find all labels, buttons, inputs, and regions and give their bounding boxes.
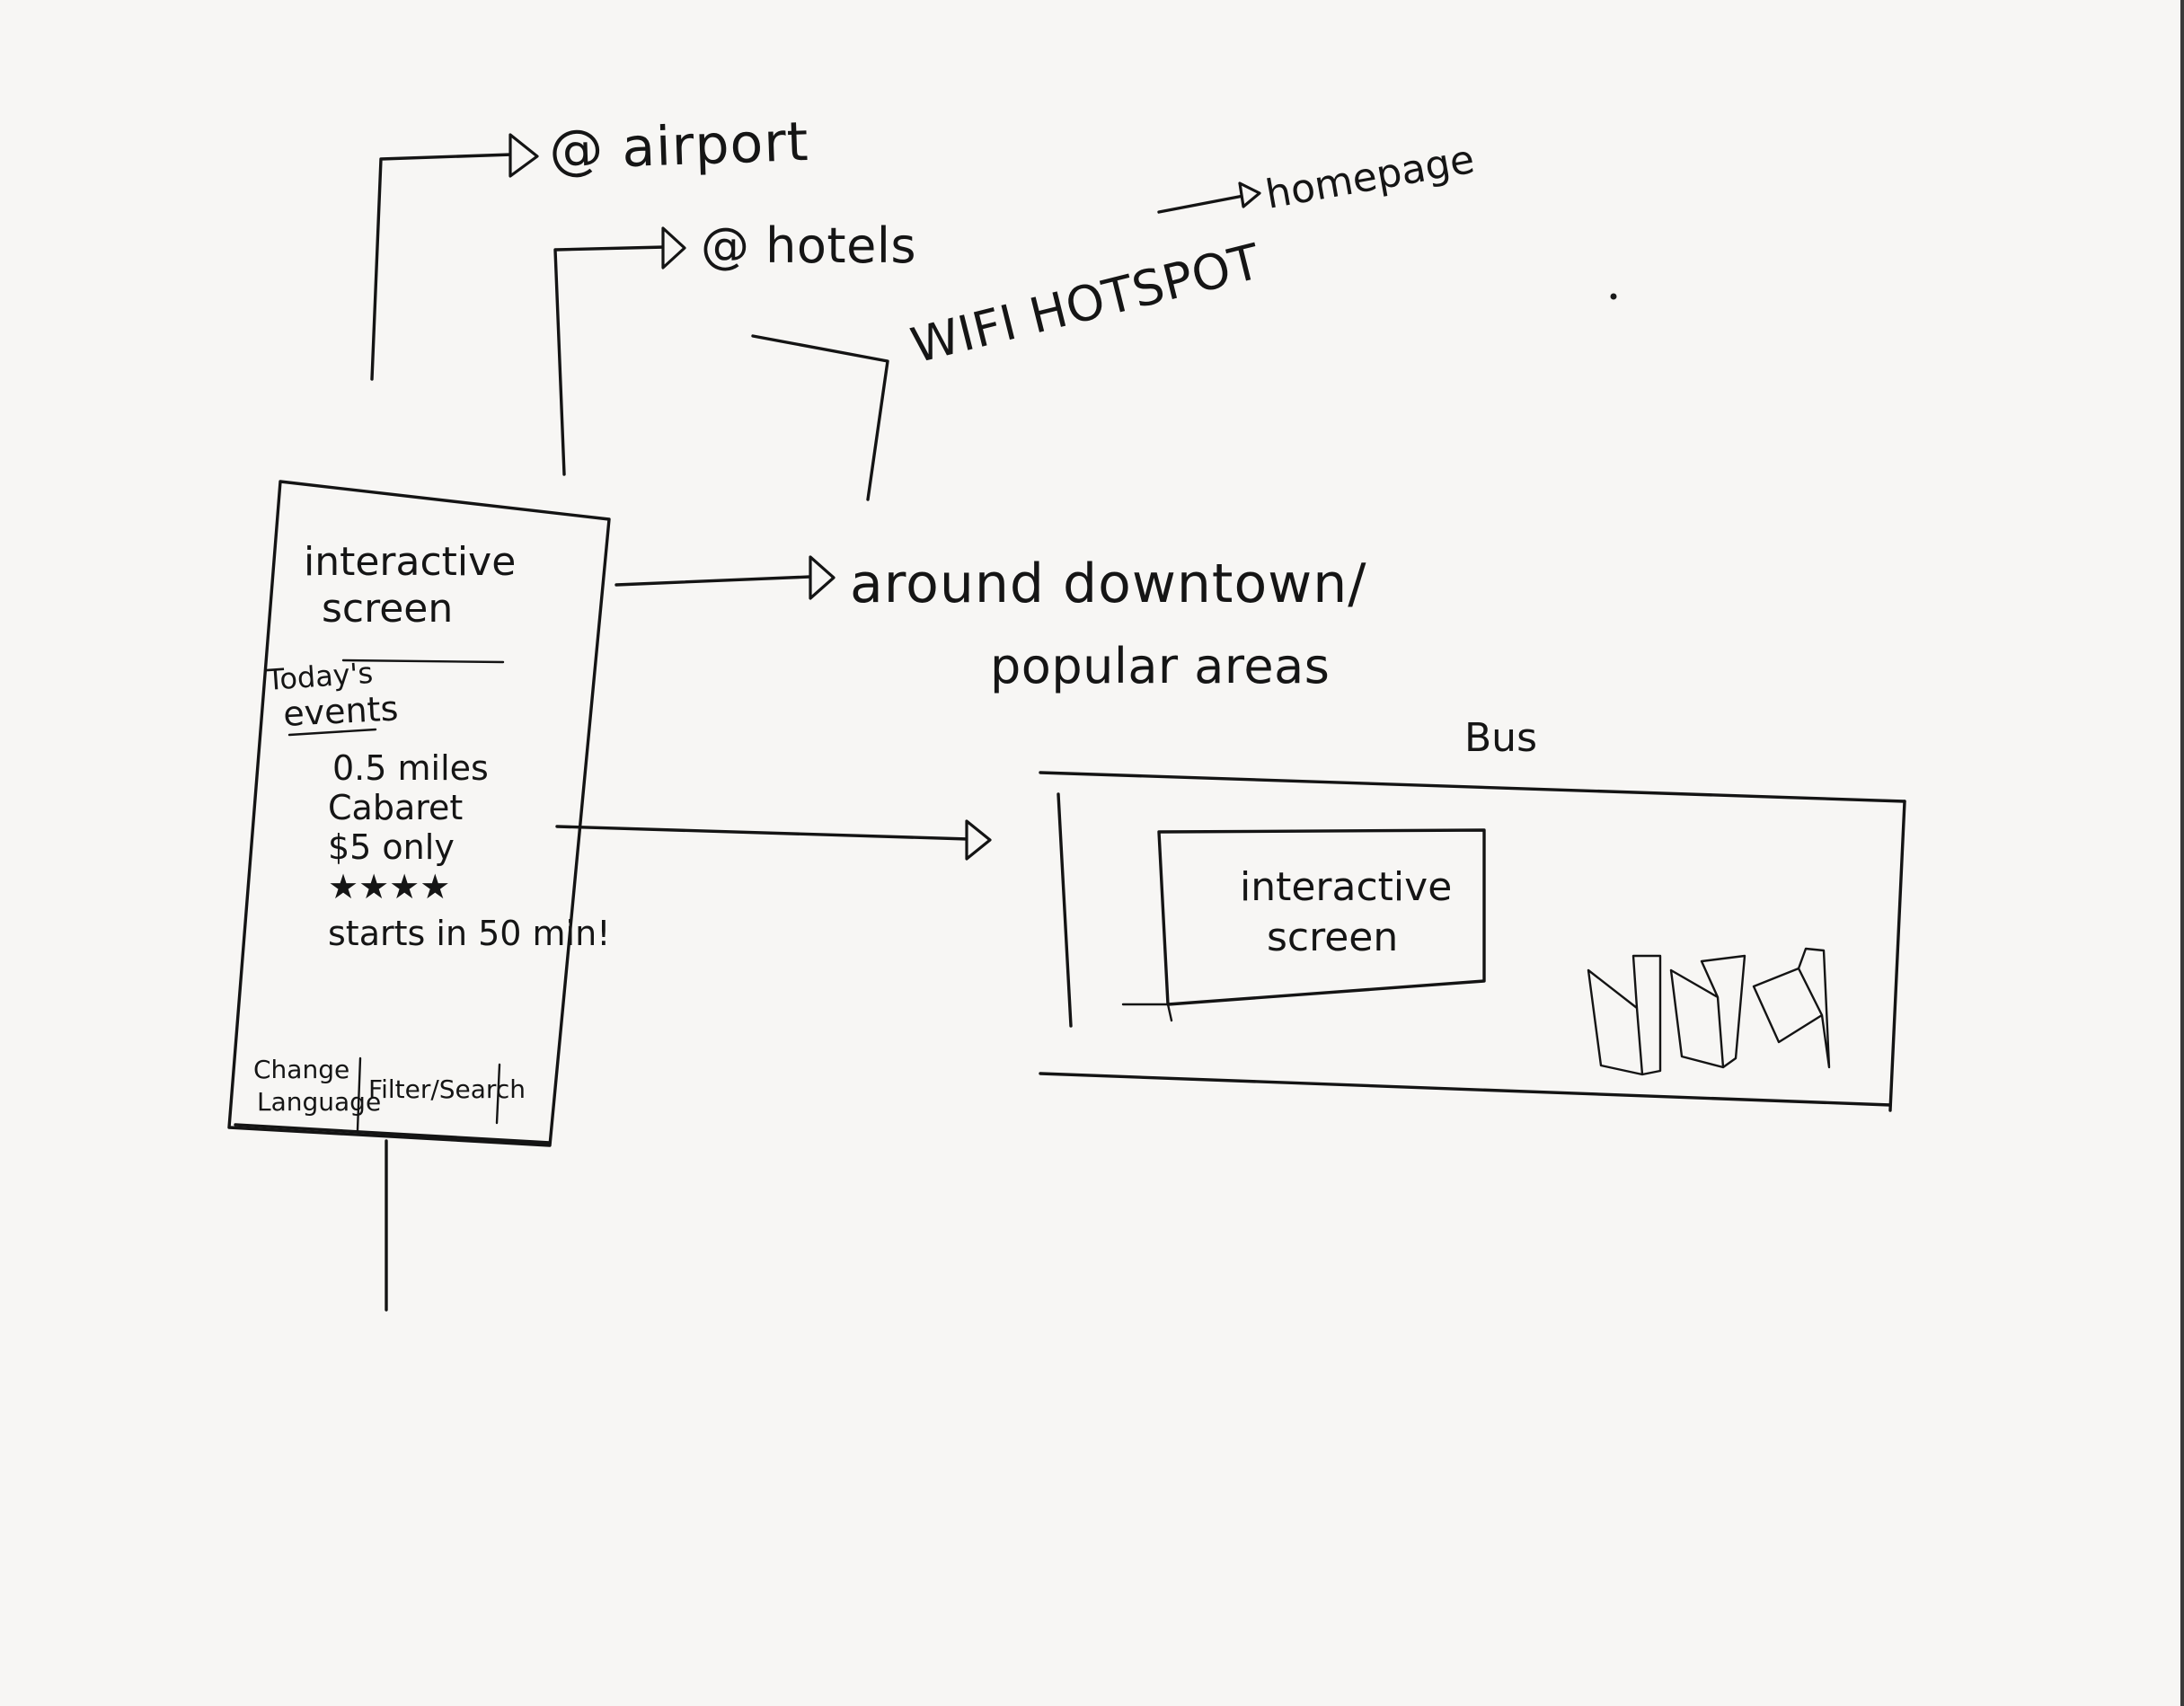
node-wifi-hotspot: WIFI HOTSPOT	[906, 233, 1267, 375]
change-language-button-line1[interactable]: Change	[253, 1055, 349, 1084]
kiosk-footer-right-separator	[495, 1063, 501, 1125]
kiosk-events-heading-line2: events	[282, 688, 399, 734]
bus-screen-outline	[1157, 828, 1486, 1006]
bus-outline-bottom	[1039, 1072, 1892, 1107]
kiosk-events-heading-line1: Today's	[265, 656, 374, 697]
seat-icon	[1752, 947, 1831, 1069]
node-hotels: @ hotels	[701, 217, 916, 274]
connector-bus	[555, 825, 970, 841]
connectors	[370, 133, 1261, 861]
kiosk-footer-divider	[234, 1123, 552, 1145]
connector-homepage	[1157, 194, 1245, 214]
arrowhead-homepage	[1238, 181, 1261, 208]
arrowhead-bus	[965, 819, 992, 861]
bus-screen-line2: screen	[1267, 915, 1398, 960]
bus-label: Bus	[1464, 715, 1537, 761]
kiosk-title-line2: screen	[322, 586, 453, 632]
node-downtown-line2: popular areas	[990, 638, 1330, 694]
bus-outline-left-window-edge	[1057, 792, 1073, 1028]
connector-downtown	[615, 575, 812, 587]
bus-screen-base	[1121, 1003, 1173, 1022]
bus-screen-line1: interactive	[1240, 864, 1452, 910]
kiosk-outline	[227, 480, 611, 1147]
bus-outline-top	[1039, 771, 1906, 803]
connector-hotels	[553, 245, 667, 476]
change-language-button-line2[interactable]: Language	[257, 1087, 381, 1117]
arrowhead-hotels	[661, 226, 686, 270]
bus: Bus interactive screen	[1039, 715, 1906, 1112]
kiosk: interactive screen Today's events 0.5 mi…	[227, 480, 611, 1312]
event-price: $5 only	[328, 827, 455, 867]
kiosk-events-underline	[287, 728, 377, 737]
event-name: Cabaret	[328, 788, 463, 827]
ink-speck	[1610, 293, 1617, 300]
event-start-time: starts in 50 min!	[328, 914, 610, 953]
bus-seats	[1587, 947, 1831, 1076]
seat-icon	[1587, 954, 1662, 1076]
node-downtown-line1: around downtown/	[850, 552, 1366, 615]
filter-search-button[interactable]: Filter/Search	[368, 1074, 526, 1104]
arrowhead-downtown	[809, 555, 836, 600]
event-distance: 0.5 miles	[332, 748, 489, 788]
event-rating: ★★★★	[328, 867, 450, 906]
seat-icon	[1669, 954, 1746, 1069]
kiosk-footer-left-separator	[356, 1056, 362, 1132]
bus-outline-right	[1888, 800, 1906, 1112]
connector-airport	[370, 153, 514, 381]
arrowhead-airport	[508, 133, 539, 178]
connector-wifi	[751, 334, 889, 501]
paper-edge	[2180, 0, 2184, 1706]
kiosk-title-line1: interactive	[304, 539, 516, 585]
node-airport: @ airport	[548, 110, 809, 182]
kiosk-title-divider	[341, 659, 505, 664]
node-homepage: homepage	[1262, 137, 1478, 218]
